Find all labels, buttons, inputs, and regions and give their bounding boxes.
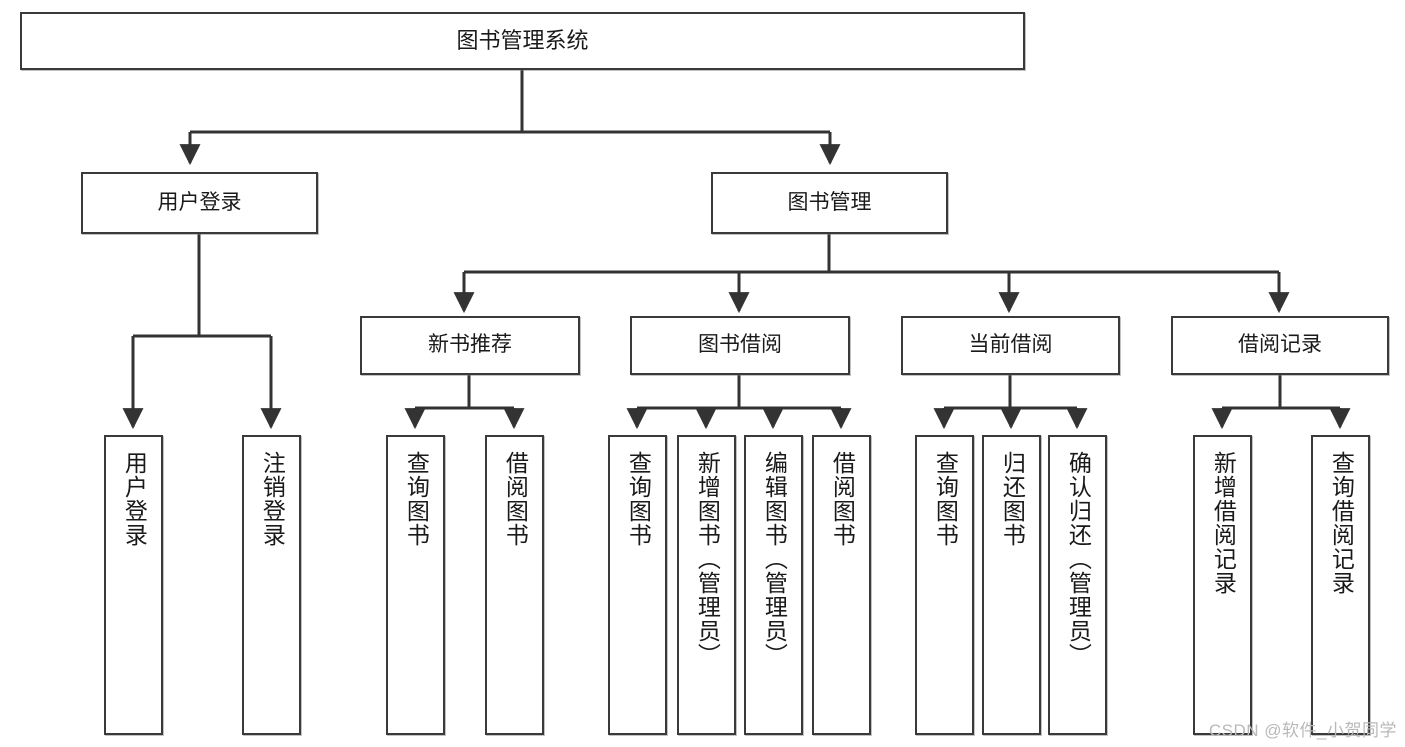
node-leaf-confirm-return[interactable]: 确认归还（管理员） (1048, 435, 1107, 735)
node-leaf-query-book-borrow[interactable]: 查询图书 (608, 435, 667, 735)
node-leaf-user-login[interactable]: 用户登录 (104, 435, 163, 735)
node-label: 查询借阅记录 (1328, 451, 1355, 595)
node-label: 查询图书 (932, 451, 959, 547)
node-label: 借阅记录 (1238, 333, 1322, 357)
node-leaf-user-logout[interactable]: 注销登录 (242, 435, 301, 735)
node-leaf-borrow-book[interactable]: 借阅图书 (812, 435, 871, 735)
node-root-book-management-system[interactable]: 图书管理系统 (20, 12, 1025, 70)
node-label: 新书推荐 (428, 333, 512, 357)
node-leaf-query-borrow-record[interactable]: 查询借阅记录 (1311, 435, 1370, 735)
node-label: 新增图书（管理员） (694, 451, 721, 667)
node-book-borrow[interactable]: 图书借阅 (630, 316, 850, 375)
node-label: 查询图书 (403, 451, 430, 547)
node-leaf-query-book-recommend[interactable]: 查询图书 (386, 435, 445, 735)
node-label: 借阅图书 (829, 451, 856, 547)
node-leaf-add-book[interactable]: 新增图书（管理员） (677, 435, 736, 735)
node-label: 新增借阅记录 (1210, 451, 1237, 595)
node-leaf-edit-book[interactable]: 编辑图书（管理员） (744, 435, 803, 735)
node-leaf-add-borrow-record[interactable]: 新增借阅记录 (1193, 435, 1252, 735)
node-label: 归还图书 (999, 451, 1026, 547)
node-label: 图书管理系统 (456, 28, 589, 54)
node-leaf-return-book[interactable]: 归还图书 (982, 435, 1041, 735)
node-leaf-query-book-current[interactable]: 查询图书 (915, 435, 974, 735)
node-leaf-borrow-book-recommend[interactable]: 借阅图书 (485, 435, 544, 735)
node-label: 借阅图书 (502, 451, 529, 547)
node-label: 图书管理 (787, 190, 872, 214)
node-current-borrow[interactable]: 当前借阅 (901, 316, 1120, 375)
node-book-management[interactable]: 图书管理 (711, 172, 948, 234)
node-borrow-record[interactable]: 借阅记录 (1171, 316, 1389, 375)
node-label: 用户登录 (121, 451, 148, 547)
node-label: 确认归还（管理员） (1065, 451, 1092, 667)
node-user-login[interactable]: 用户登录 (81, 172, 318, 234)
node-label: 用户登录 (157, 190, 242, 214)
node-label: 编辑图书（管理员） (761, 451, 788, 667)
node-label: 当前借阅 (968, 333, 1053, 357)
node-label: 图书借阅 (698, 333, 782, 357)
node-label: 注销登录 (259, 451, 286, 547)
node-label: 查询图书 (625, 451, 652, 547)
csdn-watermark: CSDN @软件_小贺同学 (1208, 721, 1397, 740)
node-new-book-recommend[interactable]: 新书推荐 (360, 316, 580, 375)
